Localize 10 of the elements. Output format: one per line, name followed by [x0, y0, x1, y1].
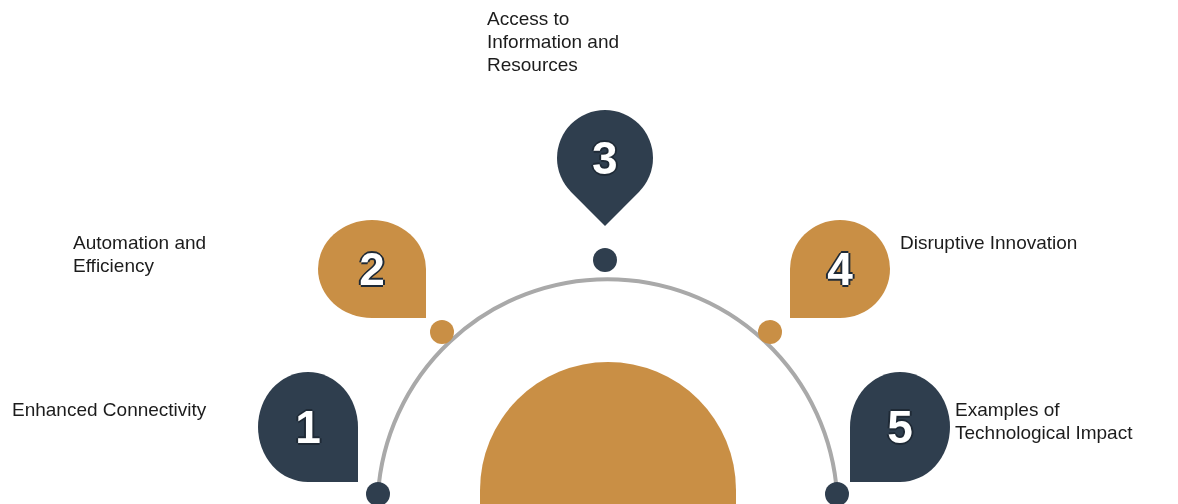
step-number: 2	[359, 242, 385, 296]
marker-caption: Examples of Technological Impact	[955, 399, 1134, 445]
marker-caption: Access to Information and Resources	[487, 8, 621, 77]
step-number: 4	[827, 242, 853, 296]
step-caption: Automation and Efficiency	[73, 232, 208, 278]
step-number: 1	[295, 400, 321, 454]
step-number: 5	[887, 400, 913, 454]
step-number: 3	[592, 131, 618, 185]
marker-caption: Disruptive Innovation	[900, 232, 1079, 255]
marker-caption: Enhanced Connectivity	[12, 399, 208, 422]
